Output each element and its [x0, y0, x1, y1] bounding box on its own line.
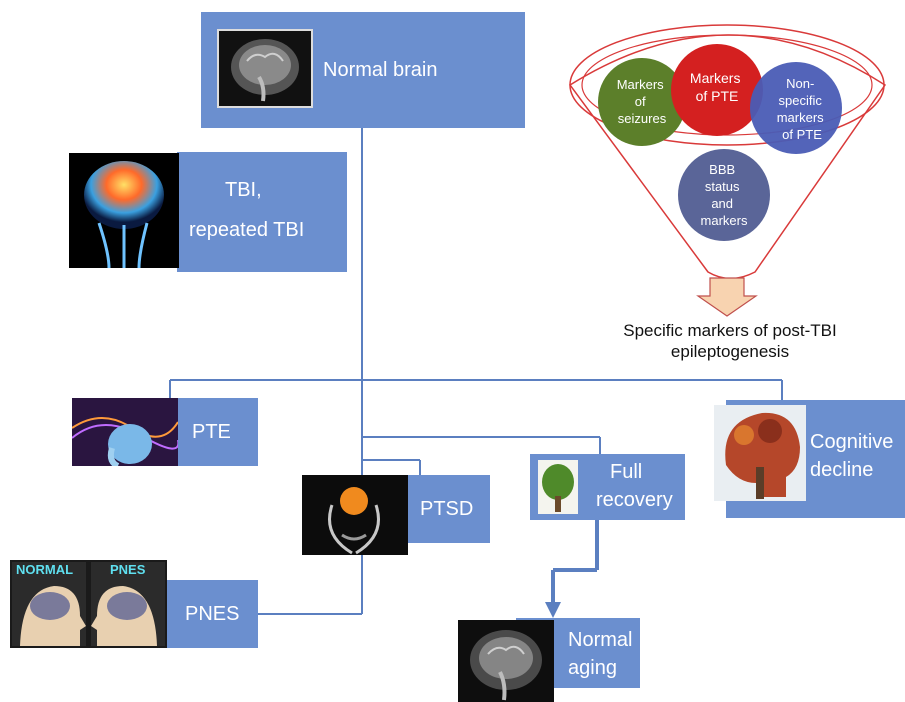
- cognitive-line2: decline: [810, 459, 874, 481]
- tree-head-image: [538, 460, 578, 514]
- node-pte: PTE: [178, 398, 258, 466]
- funnel-rim-inner: [581, 34, 873, 136]
- cognitive-line1: Cognitive: [810, 431, 894, 453]
- node-pnes: PNES: [167, 580, 258, 648]
- bbb-text: BBB status and markers: [701, 162, 748, 228]
- biomarker-funnel: Markers of seizures Markers of PTE Non- …: [568, 24, 887, 317]
- funnel-caption: Specific markers of post-TBI epileptogen…: [600, 320, 860, 363]
- down-arrow-icon: [696, 277, 758, 317]
- seizures-text: Markers of seizures: [617, 77, 668, 126]
- pnes-caption: PNES: [110, 562, 146, 577]
- markers-of-pte-circle: [671, 44, 763, 136]
- autumn-tree-head-image: [714, 405, 806, 501]
- normal-brain-label: Normal brain: [323, 59, 438, 81]
- tbi-label-line2: repeated TBI: [189, 219, 305, 241]
- nonspecific-markers-circle: [750, 62, 842, 154]
- head-energy-image: [72, 398, 178, 466]
- normal-aging-line2: aging: [568, 657, 617, 679]
- ptsd-label: PTSD: [420, 498, 474, 520]
- skeleton-head-in-hands-image: [302, 475, 408, 555]
- markers-of-seizures-circle: [598, 58, 686, 146]
- full-recovery-line1: Full: [610, 461, 643, 483]
- bbb-status-circle: [678, 149, 770, 241]
- tbi-label-line1: TBI,: [225, 179, 262, 201]
- funnel-rim-outer: [569, 24, 885, 146]
- caption-line2: epileptogenesis: [670, 342, 790, 362]
- recovery-arrowhead: [545, 602, 561, 618]
- pte-label: PTE: [192, 421, 231, 443]
- normal-caption: NORMAL: [16, 562, 74, 577]
- node-normal-brain: Normal brain: [201, 12, 525, 128]
- node-tbi: TBI, repeated TBI: [177, 152, 347, 272]
- normal-aging-line1: Normal: [568, 629, 633, 651]
- full-recovery-line2: recovery: [596, 489, 673, 511]
- pnes-label: PNES: [185, 603, 240, 625]
- node-ptsd: PTSD: [408, 475, 490, 543]
- normal-vs-pnes-image: NORMAL PNES: [10, 560, 167, 648]
- caption-line1: Specific markers of post-TBI: [623, 321, 837, 340]
- mri-aging-image: [458, 620, 554, 702]
- mri-brain-image: [217, 29, 313, 108]
- glowing-head-skeleton-image: [69, 153, 179, 268]
- node-full-recovery: Full recovery: [530, 454, 685, 520]
- pte-markers-text: Markers of PTE: [690, 70, 744, 104]
- nonspecific-text: Non- specific markers of PTE: [777, 76, 828, 142]
